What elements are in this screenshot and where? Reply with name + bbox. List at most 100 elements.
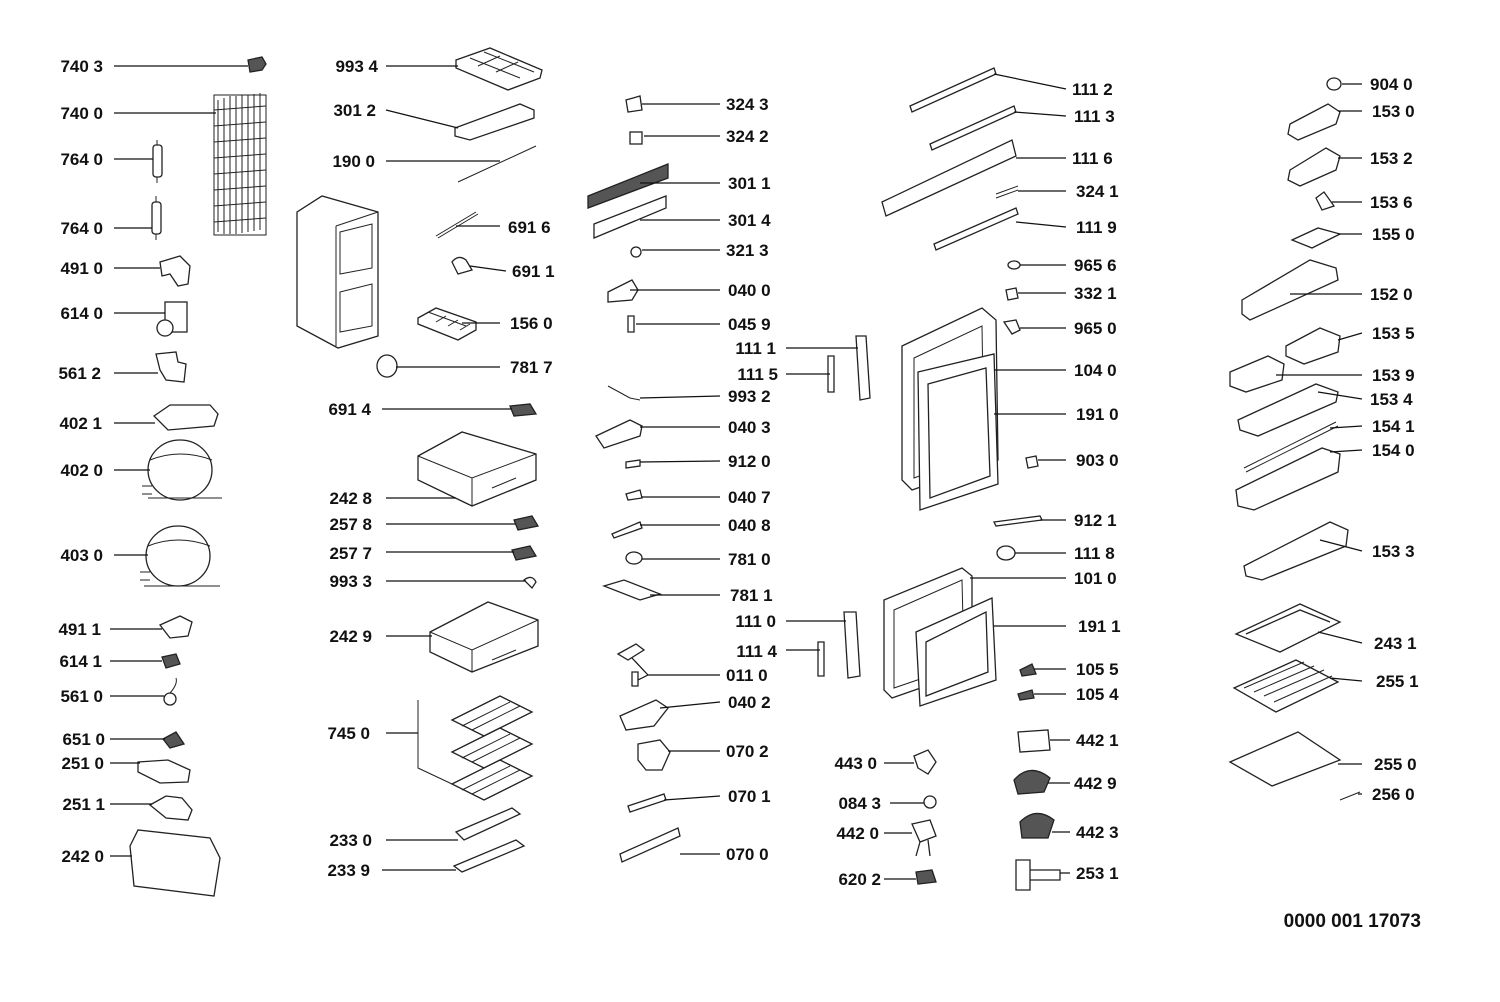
- label-0402: 040 2: [728, 693, 771, 712]
- part-3014: [593, 195, 667, 239]
- label-3243: 324 3: [726, 95, 769, 114]
- label-1539: 153 9: [1372, 366, 1415, 385]
- label-7400: 740 0: [60, 104, 103, 123]
- part-9934: [455, 47, 543, 91]
- part-3242: [629, 131, 643, 145]
- label-1040: 104 0: [1074, 361, 1117, 380]
- label-2420: 242 0: [61, 847, 104, 866]
- label-0400: 040 0: [728, 281, 771, 300]
- part-1540: [1235, 447, 1341, 511]
- label-4021: 402 1: [59, 414, 102, 433]
- label-5610: 561 0: [60, 687, 103, 706]
- part-1911-gasket: [915, 597, 997, 707]
- part-2330: [454, 807, 522, 841]
- part-4423: [1019, 812, 1055, 839]
- part-2531: [1015, 859, 1061, 891]
- part-9932: [607, 385, 641, 401]
- part-4910: [159, 255, 191, 287]
- label-0702: 070 2: [726, 742, 769, 761]
- part-2550: [1228, 731, 1342, 787]
- part-drawings: [129, 47, 1361, 897]
- label-9933: 993 3: [329, 572, 372, 591]
- part-9650: [1002, 319, 1021, 335]
- label-1560: 156 0: [510, 314, 553, 333]
- label-0110: 011 0: [726, 666, 768, 685]
- label-1541: 154 1: [1372, 417, 1415, 436]
- label-1535: 153 5: [1372, 324, 1415, 343]
- label-0843: 084 3: [838, 794, 881, 813]
- part-6914: [509, 403, 538, 417]
- part-4030-compressor: [140, 525, 220, 587]
- part-9933: [523, 576, 537, 590]
- label-9934: 993 4: [335, 57, 378, 76]
- part-6916: [435, 211, 479, 239]
- label-1054: 105 4: [1076, 685, 1119, 704]
- part-1118: [996, 545, 1016, 561]
- part-2560: [1339, 791, 1361, 801]
- label-2429: 242 9: [329, 627, 372, 646]
- part-7400-condenser: [213, 93, 267, 236]
- part-7450-shelves: [417, 695, 534, 801]
- label-7817: 781 7: [510, 358, 553, 377]
- diagram-reference-number: 0000 001 17073: [1284, 911, 1421, 932]
- label-1110: 111 0: [735, 612, 776, 631]
- label-7450: 745 0: [327, 724, 370, 743]
- part-1910-gasket: [917, 353, 999, 511]
- label-9120: 912 0: [728, 452, 771, 471]
- label-4910: 491 0: [60, 259, 103, 278]
- label-4423: 442 3: [1076, 823, 1119, 842]
- part-2429-drawer: [429, 601, 539, 673]
- label-4421: 442 1: [1076, 731, 1119, 750]
- part-0110-b: [631, 671, 639, 687]
- label-1900: 190 0: [332, 152, 375, 171]
- label-1910: 191 0: [1076, 405, 1119, 424]
- part-1113: [929, 105, 1017, 151]
- part-4020-compressor: [142, 439, 222, 501]
- label-9932: 993 2: [728, 387, 771, 406]
- label-6510: 651 0: [62, 730, 105, 749]
- part-0843: [923, 795, 937, 809]
- label-1534: 153 4: [1370, 390, 1413, 409]
- part-7817: [376, 354, 398, 378]
- part-7811: [602, 579, 662, 601]
- label-0407: 040 7: [728, 488, 771, 507]
- label-1530: 153 0: [1372, 102, 1415, 121]
- part-0701: [627, 793, 667, 813]
- label-1111: 111 1: [735, 339, 776, 358]
- label-1113: 111 3: [1074, 107, 1115, 126]
- part-1541: [1243, 421, 1339, 473]
- label-2510: 251 0: [61, 754, 104, 773]
- part-1116: [881, 139, 1017, 217]
- label-1550: 155 0: [1372, 225, 1415, 244]
- part-7810: [625, 551, 643, 565]
- label-1520: 152 0: [1370, 285, 1413, 304]
- label-1911: 191 1: [1078, 617, 1121, 636]
- label-4420: 442 0: [836, 824, 879, 843]
- part-2428-drawer: [417, 431, 537, 507]
- part-1900: [457, 145, 537, 183]
- label-1533: 153 3: [1372, 542, 1415, 561]
- label-7811: 781 1: [730, 586, 773, 605]
- label-6911: 691 1: [512, 262, 555, 281]
- part-5612: [155, 351, 187, 383]
- part-3213: [630, 246, 642, 258]
- label-2550: 255 0: [1374, 755, 1417, 774]
- part-4021: [152, 404, 219, 431]
- part-1535: [1285, 327, 1341, 365]
- label-1114: 111 4: [736, 642, 777, 661]
- label-6916: 691 6: [508, 218, 551, 237]
- label-3242: 324 2: [726, 127, 769, 146]
- label-9656: 965 6: [1074, 256, 1117, 275]
- part-2510: [137, 759, 191, 784]
- part-1532: [1287, 147, 1341, 187]
- label-7403: 740 3: [60, 57, 103, 76]
- part-2511: [148, 795, 193, 821]
- label-3014: 301 4: [728, 211, 771, 230]
- label-7810: 781 0: [728, 550, 771, 569]
- part-4421: [1017, 729, 1051, 753]
- part-2339: [452, 839, 526, 873]
- part-0700: [619, 827, 681, 863]
- part-labels: 740 3 740 0 764 0 764 0 491 0 614 0 561 …: [58, 57, 1418, 889]
- part-6141: [161, 653, 181, 669]
